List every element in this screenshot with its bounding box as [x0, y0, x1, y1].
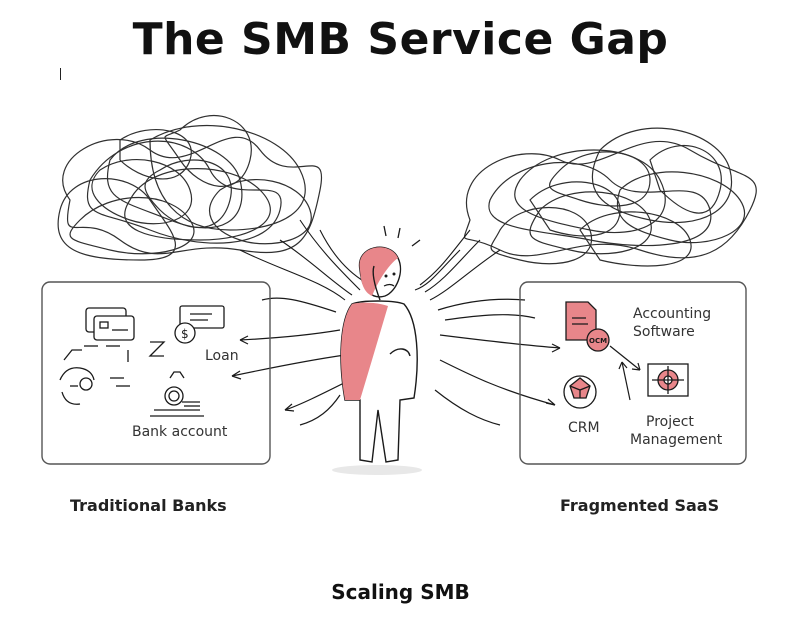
- page-title: The SMB Service Gap: [132, 14, 669, 65]
- scaling-smb-caption: Scaling SMB: [331, 580, 470, 604]
- bank-icon: [150, 371, 204, 417]
- software-label: Software: [633, 324, 695, 340]
- strands-right: [414, 229, 501, 301]
- arrows-left: [231, 297, 351, 426]
- text-caret: [60, 68, 61, 80]
- right-tangle-cloud: [463, 127, 757, 267]
- credit-card-icon: [85, 307, 135, 341]
- svg-text:$: $: [181, 327, 189, 341]
- fragmented-saas-heading: Fragmented SaaS: [560, 496, 720, 515]
- document-icon: [565, 301, 610, 352]
- bank-account-label: Bank account: [132, 424, 228, 440]
- traditional-banks-heading: Traditional Banks: [70, 496, 227, 515]
- check-dollar-icon: $: [174, 305, 225, 344]
- project-label: Project: [646, 414, 694, 430]
- faucet-icon: [59, 349, 95, 405]
- arrows-right: [434, 298, 561, 426]
- traditional-banks-panel: [41, 281, 271, 465]
- project-target-icon: [647, 363, 689, 397]
- accounting-label: Accounting: [633, 306, 711, 322]
- crm-gem-icon: [563, 375, 597, 409]
- strands-left: [239, 219, 366, 301]
- right-internal-arrows: [609, 345, 641, 401]
- crm-label: CRM: [568, 420, 600, 436]
- zigzag-dashes: [84, 341, 166, 387]
- fragmented-saas-panel: [519, 281, 747, 465]
- management-label: Management: [630, 432, 723, 448]
- left-tangle-cloud: [57, 114, 323, 261]
- ocm-badge: OCM: [589, 337, 607, 345]
- loan-label: Loan: [205, 348, 239, 364]
- stressed-person-figure: [332, 225, 422, 475]
